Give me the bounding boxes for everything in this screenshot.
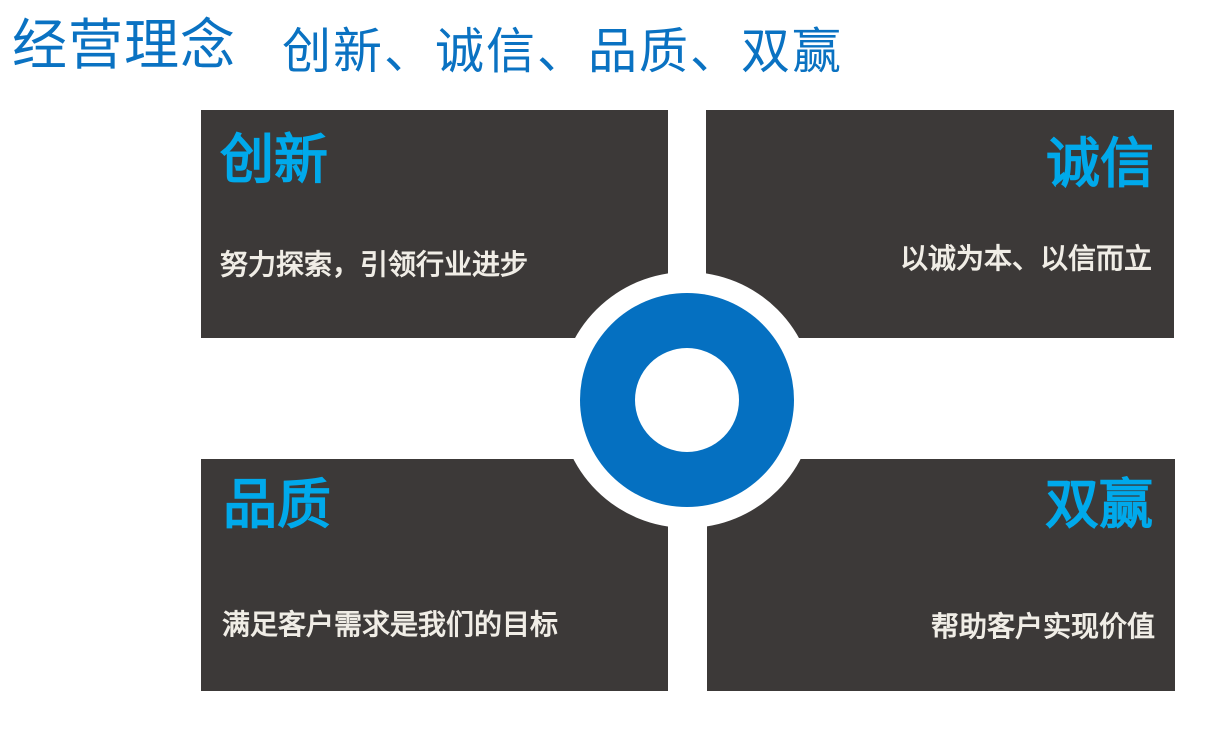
panel-quality: 品质 满足客户需求是我们的目标 bbox=[201, 459, 668, 691]
panel-innovation: 创新 努力探索，引领行业进步 bbox=[201, 110, 668, 338]
panel-heading: 品质 bbox=[223, 473, 331, 536]
panel-body: 努力探索，引领行业进步 bbox=[220, 248, 529, 281]
panel-win-win: 双赢 帮助客户实现价值 bbox=[707, 459, 1175, 691]
panel-heading: 诚信 bbox=[1046, 132, 1154, 195]
panel-body: 满足客户需求是我们的目标 bbox=[222, 608, 559, 641]
panel-heading: 双赢 bbox=[1045, 473, 1153, 536]
page-subtitle: 创新、诚信、品质、双赢 bbox=[282, 23, 844, 80]
page-title: 经营理念 bbox=[12, 13, 237, 77]
panel-body: 以诚为本、以信而立 bbox=[899, 242, 1152, 275]
panel-heading: 创新 bbox=[220, 128, 328, 191]
ring-hole bbox=[635, 348, 739, 452]
ring-icon bbox=[580, 293, 794, 507]
panel-body: 帮助客户实现价值 bbox=[930, 610, 1155, 643]
panel-integrity: 诚信 以诚为本、以信而立 bbox=[706, 110, 1174, 338]
